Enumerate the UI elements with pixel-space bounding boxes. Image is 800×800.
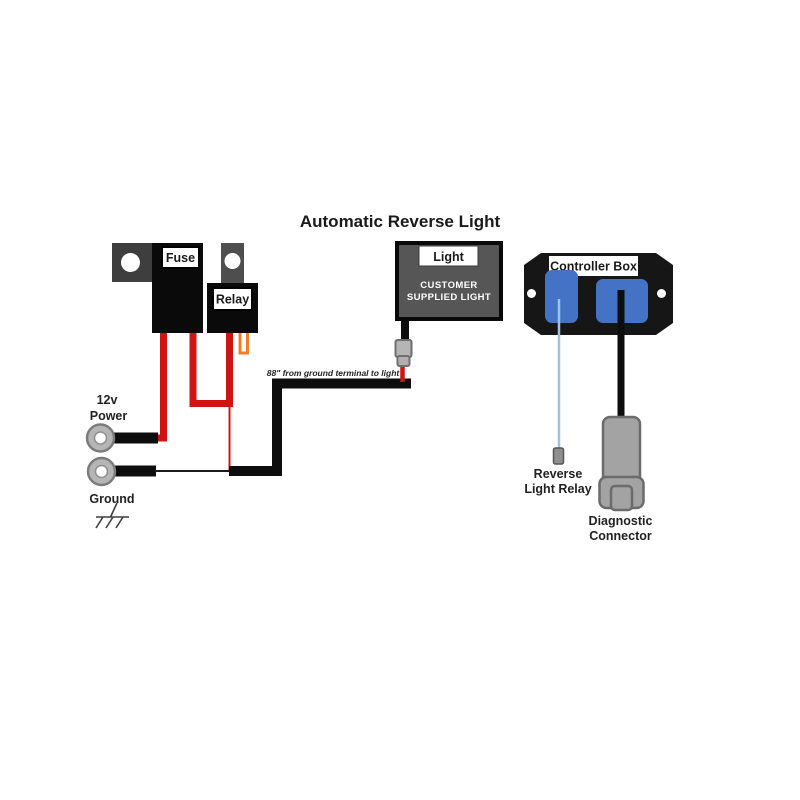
diagnostic-label-line2: Connector (589, 529, 652, 543)
controller-label: Controller Box (550, 260, 637, 274)
relay-orange-jumper-wire (238, 328, 249, 355)
diagram-title: Automatic Reverse Light (300, 212, 501, 231)
ground-ring-terminal (86, 456, 117, 487)
controller-right-hole-icon (657, 289, 666, 298)
diagnostic-connector-plug (609, 484, 634, 512)
light-label: Light (433, 250, 464, 264)
controller-left-hole-icon (527, 289, 536, 298)
reverse-relay-label-line1: Reverse (534, 467, 583, 481)
reverse-relay-label-line2: Light Relay (524, 482, 591, 496)
power-label-line1: 12v (97, 393, 118, 407)
light-inline-connector (394, 339, 413, 358)
power-ring-hole (93, 431, 108, 445)
diagnostic-connector-body (601, 415, 642, 488)
harness-wire-to-light (229, 378, 411, 476)
power-ring-terminal (85, 423, 116, 453)
light-sublabel-line2: SUPPLIED LIGHT (407, 292, 491, 303)
power-label-line2: Power (90, 409, 128, 423)
fuse-label-box (161, 246, 200, 269)
chassis-ground-icon (95, 502, 129, 529)
fuse-tab-hole-icon (121, 253, 140, 272)
power-red-wire (152, 328, 167, 442)
fuse-to-relay-red-wire (189, 328, 233, 407)
diagnostic-connector-shape (598, 415, 645, 512)
controller-left-port (545, 270, 578, 323)
diagnostic-label-line1: Diagnostic (589, 514, 653, 528)
light-label-box (418, 245, 479, 267)
light-sublabel-line1: CUSTOMER (420, 280, 477, 291)
relay-label: Relay (216, 293, 249, 307)
relay-label-box (212, 287, 253, 311)
light-inline-connector-tip (396, 355, 411, 367)
ground-ring-hole (94, 464, 109, 479)
wire-length-note: 88" from ground terminal to light (267, 368, 401, 378)
fuse-label: Fuse (166, 251, 195, 265)
relay-tab-hole-icon (224, 253, 241, 269)
ground-label: Ground (89, 492, 134, 506)
reverse-relay-terminal (552, 447, 565, 465)
